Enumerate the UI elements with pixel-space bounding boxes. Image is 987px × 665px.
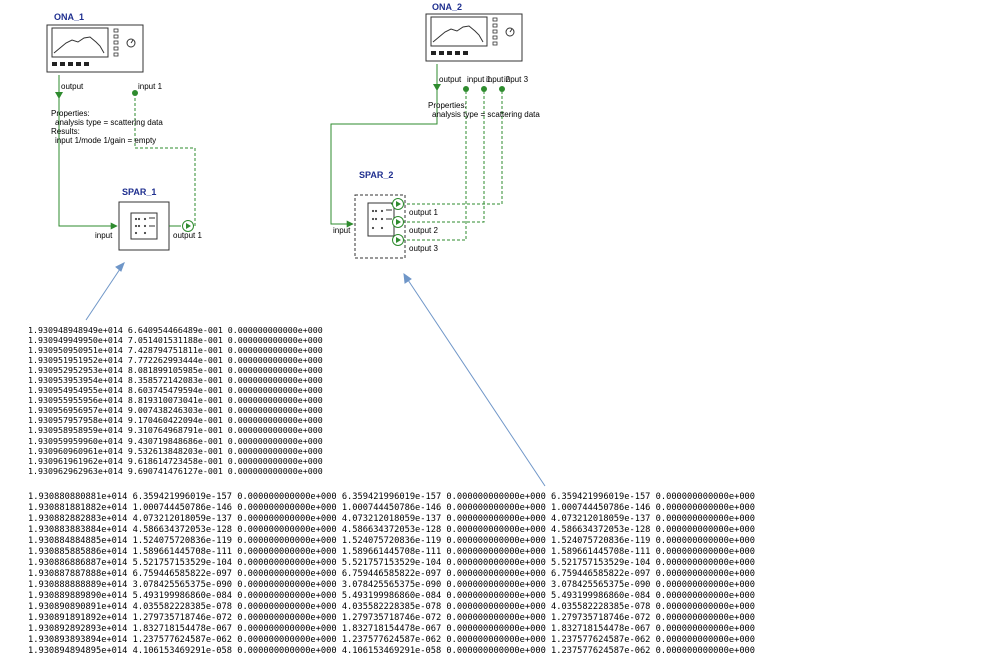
data-row: 1.930951951952e+014 7.772262993444e-001 … (28, 355, 323, 366)
ona1-instrument[interactable] (46, 24, 144, 73)
data-row: 1.930961961962e+014 9.618614723458e-001 … (28, 455, 323, 466)
ona2-port-input2[interactable] (481, 86, 487, 92)
data-row: 1.930958958959e+014 9.310764968791e-001 … (28, 425, 323, 436)
wire-spar2-output3-to-ona2-input1 (407, 92, 467, 241)
spar1-port-output1[interactable] (182, 220, 194, 232)
spar1-title: SPAR_1 (122, 187, 157, 197)
data-row: 1.930948948949e+014 6.640954466489e-001 … (28, 325, 323, 335)
ona2-instrument[interactable] (425, 13, 523, 62)
spar2-port-output1-label: output 1 (409, 208, 438, 217)
spar2-port-output3[interactable] (392, 234, 404, 246)
spar1-port-input-label: input (95, 231, 113, 240)
data-row: 1.930892892893e+014 1.832718154478e-067 … (28, 624, 756, 634)
data-row: 1.930889889890e+014 5.493199986860e-084 … (28, 591, 756, 601)
spar2-port-input-label: input (333, 226, 351, 235)
ona2-port-input3-label: input 3 (504, 75, 529, 84)
data-row: 1.930887887888e+014 6.759446585822e-097 … (28, 569, 756, 579)
data-row: 1.930962962963e+014 9.690741476127e-001 … (28, 465, 323, 476)
ona2-title: ONA_2 (432, 2, 463, 12)
ona2-port-output-label: output (439, 75, 462, 84)
spar2-port-output2-label: output 2 (409, 226, 438, 235)
ona2-port-input1-label: input 1 (467, 75, 492, 84)
ona1-port-input1-label: input 1 (138, 82, 163, 91)
spar2-data-table: 1.930880880881e+014 6.359421996019e-157 … (28, 492, 755, 657)
ona1-title: ONA_1 (54, 12, 85, 22)
ona2-port-input3[interactable] (499, 86, 505, 92)
wire-spar1-output1-to-ona1-input1 (134, 96, 196, 226)
data-row: 1.930885885886e+014 1.589661445708e-111 … (28, 547, 756, 557)
data-row: 1.930949949950e+014 7.051401531188e-001 … (28, 335, 323, 346)
data-row: 1.930893893894e+014 1.237577624587e-062 … (28, 635, 756, 645)
ona1-properties-line: analysis type = scattering data (55, 118, 163, 127)
data-row: 1.930880880881e+014 6.359421996019e-157 … (28, 492, 756, 502)
spar1-element[interactable] (118, 201, 170, 251)
data-row: 1.930891891892e+014 1.279735718746e-072 … (28, 613, 756, 623)
ona2-port-output[interactable] (433, 84, 441, 91)
data-row: 1.930888888889e+014 3.078425565375e-090 … (28, 580, 756, 590)
data-row: 1.930957957958e+014 9.170460422094e-001 … (28, 415, 323, 426)
ona1-spectrum-icon (53, 36, 105, 54)
ona1-properties-line: Results: (51, 127, 80, 136)
data-row: 1.930886886887e+014 5.521757153529e-104 … (28, 558, 756, 568)
ona2-port-input1[interactable] (463, 86, 469, 92)
data-row: 1.930950950951e+014 7.428794751811e-001 … (28, 345, 323, 356)
callout-arrow-spar1 (85, 262, 125, 321)
spar2-title: SPAR_2 (359, 170, 394, 180)
wires-dashed (134, 92, 503, 241)
spar2-port-output3-label: output 3 (409, 244, 438, 253)
ona2-port-input2-label: input 2 (486, 75, 511, 84)
wire-spar2-output2-to-ona2-input2 (407, 92, 485, 223)
data-row: 1.930890890891e+014 4.035582228385e-078 … (28, 602, 756, 612)
ona1-properties-line: input 1/mode 1/gain = empty (55, 136, 157, 145)
data-row: 1.930884884885e+014 1.524075720836e-119 … (28, 536, 756, 546)
spar1-data-table: 1.930948948949e+014 6.640954466489e-001 … (28, 325, 323, 476)
data-row: 1.930960960961e+014 9.532613848203e-001 … (28, 445, 323, 456)
data-row: 1.930952952953e+014 8.081899105985e-001 … (28, 365, 323, 376)
data-row: 1.930883883884e+014 4.586634372053e-128 … (28, 525, 756, 535)
spar1-port-output1-label: output 1 (173, 231, 202, 240)
data-row: 1.930955955956e+014 8.819310073041e-001 … (28, 395, 323, 406)
wire-spar2-output1-to-ona2-input3 (407, 92, 503, 205)
data-row: 1.930959959960e+014 9.430719848686e-001 … (28, 435, 323, 446)
ona1-port-output[interactable] (55, 92, 63, 99)
callout-arrow-spar2 (403, 273, 546, 487)
ona2-properties-line: Properties: (428, 101, 467, 110)
ona1-port-input1[interactable] (132, 90, 138, 96)
data-row: 1.930954954955e+014 8.603745479594e-001 … (28, 385, 323, 396)
ona1-properties-line: Properties: (51, 109, 90, 118)
wire-ona1-output-to-spar1-input (58, 75, 118, 230)
data-row: 1.930881881882e+014 1.000744450786e-146 … (28, 503, 756, 513)
data-row: 1.930956956957e+014 9.007438246303e-001 … (28, 405, 323, 416)
spar2-port-output1[interactable] (392, 198, 404, 210)
callout-arrows (85, 261, 546, 487)
spar2-port-output2[interactable] (392, 216, 404, 228)
data-row: 1.930953953954e+014 8.358572142083e-001 … (28, 375, 323, 386)
ona2-spectrum-icon (432, 25, 484, 43)
data-row: 1.930882882883e+014 4.073212018059e-137 … (28, 514, 756, 524)
data-row: 1.930894894895e+014 4.106153469291e-058 … (28, 646, 756, 656)
ona2-properties-line: analysis type = scattering data (432, 110, 540, 119)
wire-ona2-output-to-spar2-input (330, 64, 438, 228)
ona1-port-output-label: output (61, 82, 84, 91)
